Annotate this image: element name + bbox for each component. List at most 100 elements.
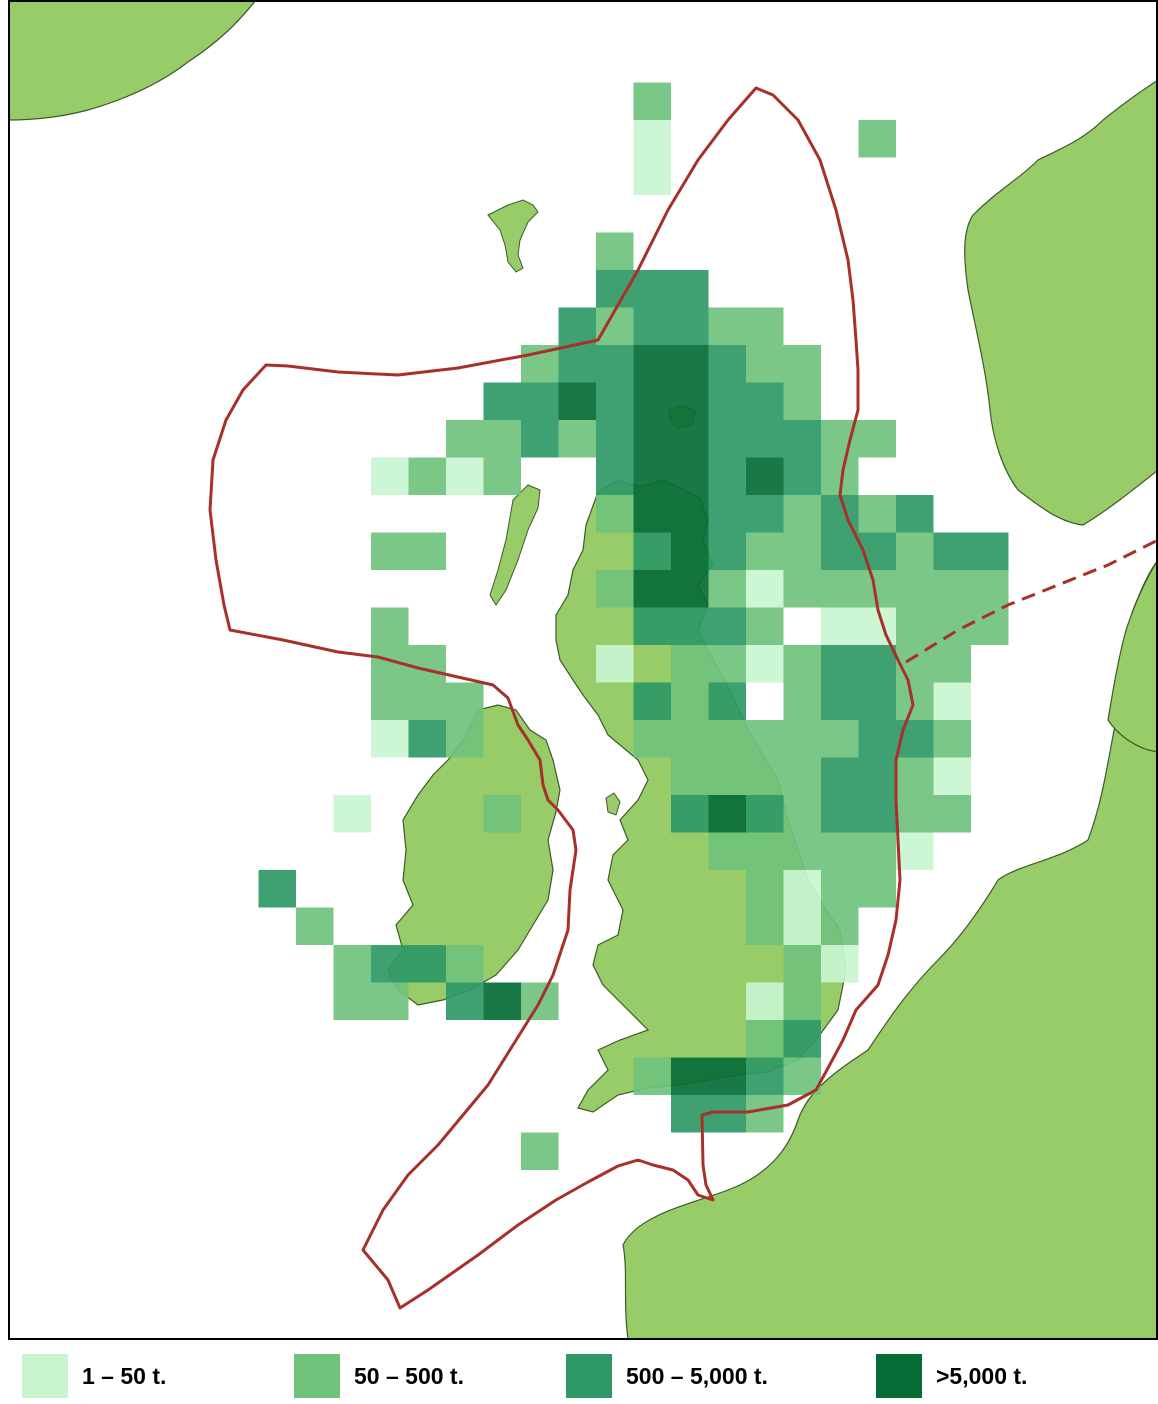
catch-grid-cell — [708, 720, 746, 758]
catch-grid-cell — [596, 570, 634, 608]
catch-grid-cell — [858, 420, 896, 458]
catch-grid-cell — [596, 495, 634, 533]
catch-grid-cell — [821, 720, 859, 758]
catch-grid-cell — [858, 757, 896, 795]
catch-grid-cell — [933, 570, 971, 608]
catch-grid-cell — [483, 982, 521, 1020]
catch-grid-cell — [671, 645, 709, 683]
catch-grid-cell — [783, 720, 821, 758]
catch-grid-cell — [708, 345, 746, 383]
catch-grid-cell — [558, 345, 596, 383]
catch-grid-cell — [746, 345, 784, 383]
catch-grid-cell — [896, 795, 934, 833]
catch-grid-cell — [671, 307, 709, 345]
catch-grid-cell — [933, 532, 971, 570]
catch-grid-cell — [746, 645, 784, 683]
catch-grid-cell — [933, 720, 971, 758]
catch-grid-cell — [633, 720, 671, 758]
catch-grid-cell — [708, 382, 746, 420]
catch-grid-cell — [446, 720, 484, 758]
management-area-boundary — [208, 86, 915, 1310]
catch-grid-cell — [821, 907, 859, 945]
catch-grid-cell — [708, 1057, 746, 1095]
catch-grid-cell — [596, 232, 634, 270]
catch-grid-cell — [633, 82, 671, 120]
catch-grid-cell — [371, 982, 409, 1020]
catch-grid-cell — [371, 532, 409, 570]
catch-grid-cell — [671, 720, 709, 758]
catch-grid-cell — [821, 945, 859, 983]
catch-grid-cell — [408, 682, 446, 720]
catch-grid-cell — [633, 120, 671, 158]
catch-grid-cell — [408, 945, 446, 983]
catch-grid-cell — [521, 1132, 559, 1170]
catch-grid-cell — [896, 495, 934, 533]
legend-swatch-class-3 — [566, 1354, 612, 1398]
catch-grid-cell — [483, 420, 521, 458]
catch-grid-cell — [746, 307, 784, 345]
catch-grid-cell — [896, 757, 934, 795]
legend: 1 – 50 t. 50 – 500 t. 500 – 5,000 t. >5,… — [0, 1334, 1158, 1404]
catch-grid-cell — [708, 645, 746, 683]
catch-grid-cell — [783, 495, 821, 533]
catch-grid-cell — [483, 795, 521, 833]
catch-grid-cell — [746, 720, 784, 758]
catch-grid-cell — [821, 870, 859, 908]
catch-grid-cell — [671, 532, 709, 570]
catch-grid-cell — [783, 1020, 821, 1058]
catch-grid-cell — [633, 682, 671, 720]
catch-grid-cell — [633, 307, 671, 345]
catch-grid-cell — [858, 682, 896, 720]
catch-grid-cell — [858, 832, 896, 870]
catch-grid-cell — [408, 457, 446, 495]
catch-grid-cell — [708, 532, 746, 570]
catch-grid-cell — [858, 870, 896, 908]
catch-grid-cell — [558, 382, 596, 420]
catch-grid-cell — [708, 832, 746, 870]
catch-grid-cell — [783, 570, 821, 608]
catch-grid-cell — [971, 532, 1009, 570]
catch-grid-cell — [783, 982, 821, 1020]
catch-grid-cell — [821, 682, 859, 720]
catch-grid-layer — [258, 82, 1009, 1170]
catch-grid-cell — [408, 645, 446, 683]
catch-grid-cell — [671, 495, 709, 533]
legend-label-class-4: >5,000 t. — [936, 1362, 1028, 1389]
catch-grid-cell — [858, 607, 896, 645]
catch-grid-cell — [858, 495, 896, 533]
catch-grid-cell — [821, 795, 859, 833]
catch-grid-cell — [408, 720, 446, 758]
catch-grid-cell — [746, 757, 784, 795]
catch-grid-cell — [633, 532, 671, 570]
catch-grid-cell — [783, 795, 821, 833]
catch-grid-cell — [596, 345, 634, 383]
catch-grid-cell — [933, 682, 971, 720]
catch-grid-cell — [896, 682, 934, 720]
catch-grid-cell — [821, 607, 859, 645]
catch-grid-cell — [671, 345, 709, 383]
catch-grid-cell — [671, 457, 709, 495]
catch-grid-cell — [933, 645, 971, 683]
catch-grid-cell — [821, 832, 859, 870]
legend-item-class-4: >5,000 t. — [876, 1354, 1027, 1398]
catch-grid-cell — [858, 720, 896, 758]
catch-grid-cell — [408, 532, 446, 570]
catch-grid-cell — [333, 982, 371, 1020]
catch-grid-cell — [633, 495, 671, 533]
catch-grid-cell — [896, 645, 934, 683]
catch-grid-cell — [371, 457, 409, 495]
catch-grid-cell — [858, 120, 896, 158]
catch-grid-cell — [671, 795, 709, 833]
catch-grid-cell — [746, 457, 784, 495]
legend-label-class-3: 500 – 5,000 t. — [626, 1362, 768, 1389]
catch-grid-cell — [746, 795, 784, 833]
catch-grid-cell — [671, 607, 709, 645]
catch-grid-cell — [708, 682, 746, 720]
catch-grid-cell — [371, 945, 409, 983]
catch-grid-cell — [446, 420, 484, 458]
land-faroe-north — [8, 0, 257, 121]
catch-grid-cell — [783, 457, 821, 495]
catch-grid-cell — [708, 1095, 746, 1133]
catch-grid-cell — [296, 907, 334, 945]
catch-grid-cell — [446, 945, 484, 983]
